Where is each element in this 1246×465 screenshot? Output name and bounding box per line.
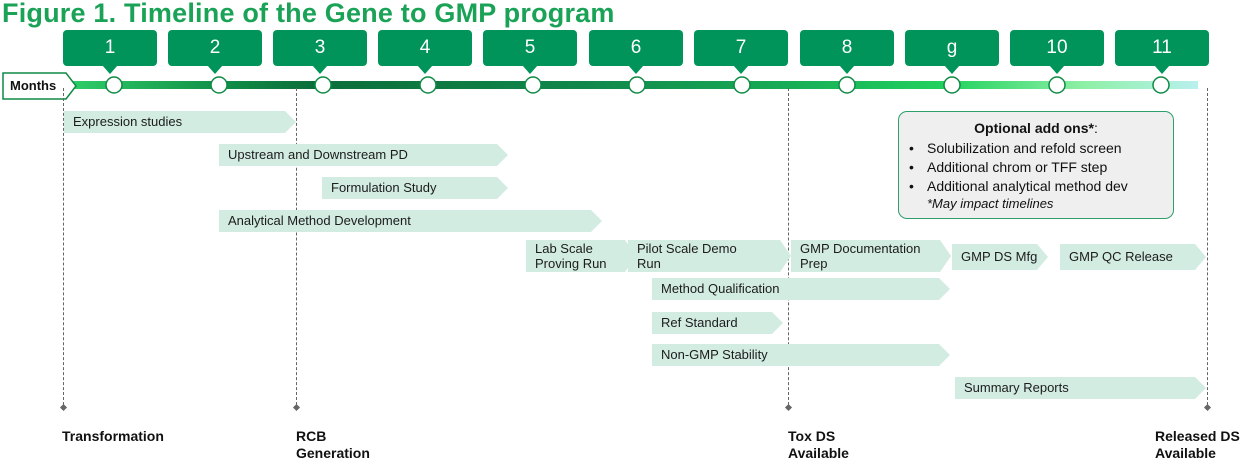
timeline-node [943, 76, 961, 94]
task-summary-reports: Summary Reports [955, 377, 1206, 399]
task-lab-scale-proving-run: Lab Scale Proving Run [526, 240, 636, 272]
milestone-marker [784, 403, 793, 412]
optional-note: *May impact timelines [927, 196, 1054, 211]
milestone-marker [59, 403, 68, 412]
timeline-node [838, 76, 856, 94]
timeline-node [314, 76, 332, 94]
optional-list: Solubilization and refold screen Additio… [909, 139, 1128, 196]
milestone-line-tox [788, 88, 789, 410]
milestone-label-line2: Available [1155, 445, 1216, 461]
task-non-gmp-stability: Non-GMP Stability [652, 344, 950, 366]
month-box-2: 2 [168, 30, 262, 74]
milestone-label-line1: Transformation [62, 428, 164, 444]
milestone-label-line1: Tox DS [788, 428, 836, 444]
milestone-marker [292, 403, 301, 412]
month-box-4: 4 [378, 30, 472, 74]
optional-heading: Optional add ons*: [899, 120, 1173, 136]
milestone-label-line1: Released DS [1155, 428, 1240, 444]
milestone-released-ds-available: Released DS Available [1155, 428, 1240, 462]
optional-item: Solubilization and refold screen [909, 139, 1128, 158]
month-box-5: 5 [483, 30, 577, 74]
milestone-label-line1: RCB [296, 428, 327, 444]
task-ref-standard: Ref Standard [652, 312, 783, 334]
month-box-6: 6 [589, 30, 683, 74]
milestone-marker [1203, 403, 1212, 412]
timeline-node [628, 76, 646, 94]
month-box-8: 8 [800, 30, 894, 74]
timeline-node [524, 76, 542, 94]
task-gmp-qc-release: GMP QC Release [1060, 244, 1206, 270]
page-title: Figure 1. Timeline of the Gene to GMP pr… [2, 0, 615, 28]
month-box-7: 7 [694, 30, 788, 74]
month-box-11: 11 [1115, 30, 1209, 74]
milestone-transformation: Transformation [62, 428, 164, 445]
task-pilot-scale-demo-run: Pilot Scale Demo Run [628, 240, 791, 272]
months-label-shape [2, 72, 77, 100]
month-box-10: 10 [1010, 30, 1104, 74]
optional-item: Additional analytical method dev [909, 177, 1128, 196]
milestone-rcb-generation: RCB Generation [296, 428, 370, 462]
timeline-node [105, 76, 123, 94]
task-formulation-study: Formulation Study [322, 177, 508, 199]
task-analytical-method-development: Analytical Method Development [219, 210, 602, 232]
months-label: Months [2, 72, 77, 100]
timeline-node [733, 76, 751, 94]
task-gmp-documentation-prep: GMP Documentation Prep [791, 240, 951, 272]
milestone-label-line2: Available [788, 445, 849, 461]
timeline-node [1048, 76, 1066, 94]
task-gmp-ds-mfg: GMP DS Mfg [952, 244, 1048, 270]
milestone-line-released [1207, 88, 1208, 410]
optional-heading-colon: : [1093, 120, 1098, 136]
task-method-qualification: Method Qualification [652, 278, 950, 300]
optional-heading-text: Optional add ons* [974, 120, 1094, 136]
optional-add-ons-box: Optional add ons*: Solubilization and re… [898, 111, 1174, 219]
timeline-node [419, 76, 437, 94]
optional-item: Additional chrom or TFF step [909, 158, 1128, 177]
task-upstream-downstream-pd: Upstream and Downstream PD [219, 144, 508, 166]
timeline-node [210, 76, 228, 94]
timeline-bar [64, 81, 1198, 89]
milestone-tox-ds-available: Tox DS Available [788, 428, 849, 462]
month-box-9: g [905, 30, 999, 74]
timeline-node [1152, 76, 1170, 94]
month-box-3: 3 [273, 30, 367, 74]
milestone-line-transformation [63, 88, 64, 410]
milestone-label-line2: Generation [296, 445, 370, 461]
month-box-1: 1 [63, 30, 157, 74]
months-label-text: Months [10, 78, 57, 93]
milestone-line-rcb [296, 88, 297, 410]
task-expression-studies: Expression studies [64, 111, 296, 133]
